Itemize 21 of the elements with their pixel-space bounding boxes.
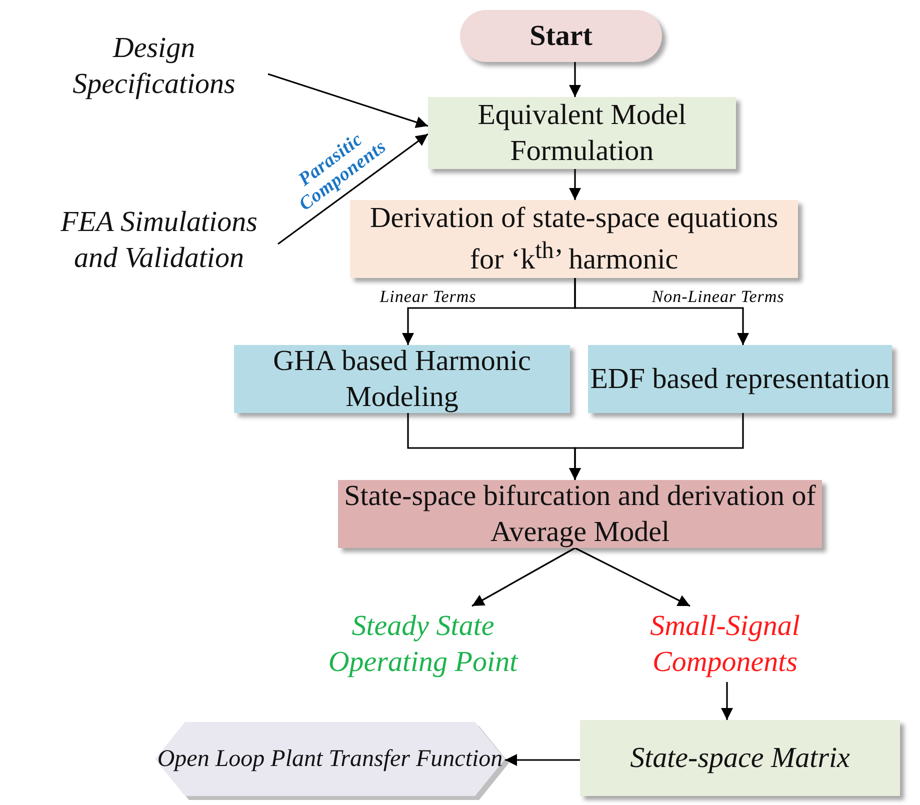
process-box: Equivalent Model Formulation bbox=[428, 97, 736, 169]
process-box: State-space bifurcation and derivation of Average Model bbox=[338, 480, 822, 548]
input-text: Design Specifications bbox=[40, 28, 268, 104]
output-text: Steady State Operating Point bbox=[292, 606, 554, 682]
arrow bbox=[574, 278, 749, 345]
process-box: EDF based representation bbox=[588, 345, 892, 413]
arrow bbox=[505, 754, 580, 766]
start-terminal: Start bbox=[460, 10, 662, 62]
arrow bbox=[721, 682, 733, 720]
process-box: State-space Matrix bbox=[580, 720, 900, 796]
arrow bbox=[569, 62, 581, 97]
arrow bbox=[268, 73, 428, 128]
input-text: FEA Simulations and Validation bbox=[40, 183, 278, 297]
arrow bbox=[569, 169, 581, 200]
output-text: Small-Signal Components bbox=[606, 606, 844, 682]
arrow bbox=[574, 547, 690, 607]
arrow bbox=[472, 547, 576, 607]
process-box: Derivation of state-space equations for ‘k$^{th}$’ harmonic bbox=[350, 200, 798, 278]
process-box: GHA based Harmonic Modeling bbox=[234, 345, 570, 413]
arrow bbox=[569, 413, 744, 480]
arrow bbox=[278, 133, 428, 245]
